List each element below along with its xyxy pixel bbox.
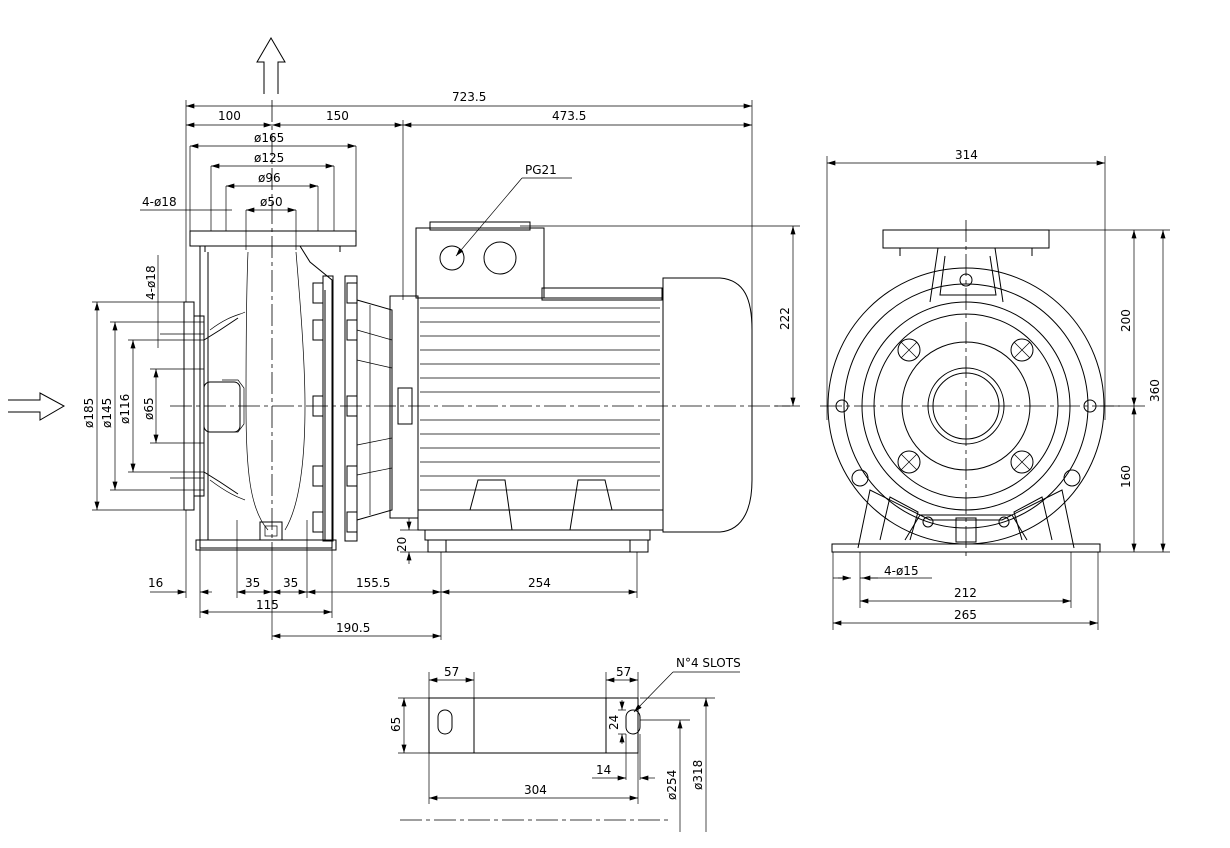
dim-212: 212 <box>954 586 977 600</box>
dim-100: 100 <box>218 109 241 123</box>
front-view <box>820 220 1120 560</box>
side-view <box>160 100 790 553</box>
dim-314: 314 <box>955 148 978 162</box>
dim-35-left: 35 <box>245 576 260 590</box>
base-plate-view: 57 57 N°4 SLOTS 65 24 14 304 ø254 ø318 <box>389 656 741 832</box>
dim-200: 200 <box>1119 309 1133 332</box>
dim-inlet-holes: 4-ø18 <box>144 265 158 300</box>
dim-160: 160 <box>1119 465 1133 488</box>
dim-outlet-holes: 4-ø18 <box>142 195 177 209</box>
dim-dia-116: ø116 <box>118 394 132 424</box>
dim-base-57-right: 57 <box>616 665 631 679</box>
dim-overall-length: 723.5 <box>452 90 486 104</box>
dim-190-5: 190.5 <box>336 621 370 635</box>
dim-foot-holes: 4-ø15 <box>884 564 919 578</box>
casing-bolts <box>312 282 358 533</box>
dim-265: 265 <box>954 608 977 622</box>
dim-base-57-left: 57 <box>444 665 459 679</box>
dim-360: 360 <box>1148 379 1162 402</box>
inlet-flow-arrow-icon <box>8 392 66 421</box>
side-dimensions: 723.5 100 150 473.5 ø165 ø125 ø96 ø50 4-… <box>82 90 800 640</box>
dim-150: 150 <box>326 109 349 123</box>
dim-dia-50: ø50 <box>260 195 283 209</box>
dim-base-304: 304 <box>524 783 547 797</box>
dim-473-5: 473.5 <box>552 109 586 123</box>
dim-base-65: 65 <box>389 717 403 732</box>
cooling-fins <box>420 307 660 491</box>
dim-222: 222 <box>778 307 792 330</box>
dim-dia-145: ø145 <box>100 398 114 428</box>
dim-dia-65: ø65 <box>142 397 156 420</box>
dim-dia-96: ø96 <box>258 171 281 185</box>
flange-bolt-holes <box>835 273 1097 487</box>
dim-254: 254 <box>528 576 551 590</box>
dim-dia-125: ø125 <box>254 151 284 165</box>
dim-16: 16 <box>148 576 163 590</box>
dim-20: 20 <box>395 537 409 552</box>
dim-base-dia-254: ø254 <box>665 770 679 800</box>
dim-35-right: 35 <box>283 576 298 590</box>
outlet-flow-arrow-icon <box>256 37 286 94</box>
dim-base-14: 14 <box>596 763 611 777</box>
label-pg21: PG21 <box>525 163 557 177</box>
dim-base-dia-318: ø318 <box>691 760 705 790</box>
dim-155-5: 155.5 <box>356 576 390 590</box>
dim-115: 115 <box>256 598 279 612</box>
dim-base-24: 24 <box>607 715 621 730</box>
front-dimensions: 314 200 160 360 4-ø15 212 265 <box>826 148 1170 630</box>
dim-dia-185: ø185 <box>82 398 96 428</box>
label-slots: N°4 SLOTS <box>676 656 741 670</box>
dim-dia-165: ø165 <box>254 131 284 145</box>
